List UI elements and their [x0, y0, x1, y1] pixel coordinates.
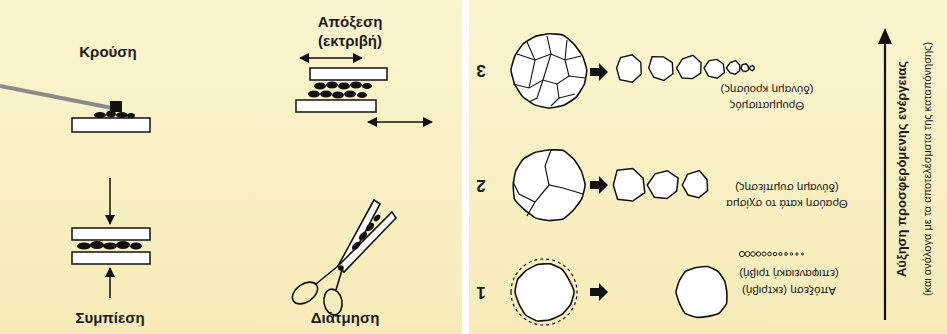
process-note: (δύναμη κρούσης) — [721, 82, 814, 95]
mechanisms-illustration — [0, 0, 462, 334]
process-label: Θραύση κατά το σχίσμα — [726, 196, 848, 209]
mechanism-label: (εκτριβή) — [318, 32, 382, 49]
process-note: (επιφανειακή τριβή) — [739, 266, 838, 279]
right-panel: 1 2 3Απόξεση (εκτριβή) (επιφανειακή τριβή) Θ… — [469, 0, 947, 334]
left-panel: Κρούση Απόξεση (εκτριβή) Συμπίεση Διάτμηση — [0, 0, 462, 334]
mechanism-label: Κρούση — [79, 43, 136, 60]
process-note: (δύναμη συμπίεσης) — [735, 180, 839, 193]
axis-note: (και ανάλογα με τα αποτελέσματα της κατα… — [921, 42, 934, 296]
process-label: Θρυμματισμός — [730, 98, 804, 111]
callout-number: 2 — [476, 175, 485, 195]
fragmentation-illustration — [469, 0, 947, 334]
callout-number: 1 — [476, 282, 485, 302]
mechanism-label: Συμπίεση — [75, 309, 144, 326]
process-label: Απόξεση (εκτριβή) — [742, 283, 836, 296]
axis-label: Αύξηση προσφερόμενης ενέργειας — [895, 61, 910, 277]
mechanism-label: Απόξεση — [318, 13, 383, 30]
mechanism-label: Διάτμηση — [311, 309, 380, 326]
callout-number: 3 — [476, 60, 485, 80]
